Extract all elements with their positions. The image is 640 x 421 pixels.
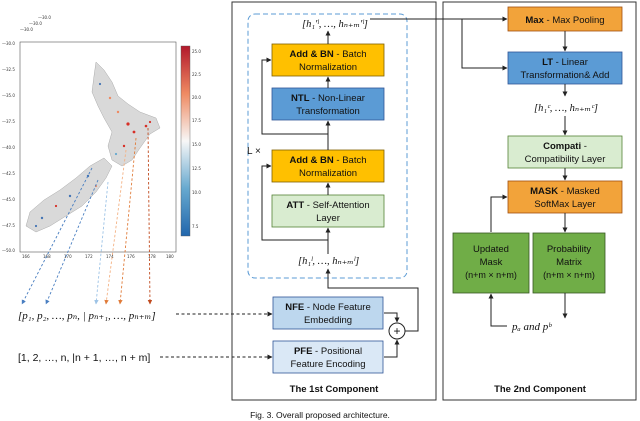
- map-x-tick: 168: [43, 254, 51, 259]
- pfe-box: [272, 340, 384, 374]
- updated-mask-line2: Mask: [480, 257, 503, 268]
- map-top-tick: —30.0: [29, 21, 42, 26]
- component-1: L × [h₁′ˡ, …, hₙ₊ₘ′ˡ] Add & BN - Batch N…: [231, 1, 437, 401]
- pfe-sub: Feature Encoding: [291, 359, 366, 370]
- att-sub: Layer: [316, 213, 340, 224]
- component-2-title: The 2nd Component: [494, 384, 587, 395]
- add-bn-top-label: Add & BN - Batch: [289, 49, 366, 60]
- map-x-tick: 174: [106, 254, 114, 259]
- colorbar-tick: 20.0: [192, 95, 201, 100]
- mask-box: [507, 180, 623, 214]
- map-y-ticks: —30.0 —32.5 —35.0 —37.5 —40.0 —42.5 —45.…: [2, 41, 15, 253]
- component-1-connectors: [261, 30, 419, 358]
- colorbar-tick: 12.5: [192, 166, 201, 171]
- figure-caption: Fig. 3. Overall proposed architecture.: [250, 410, 390, 420]
- encoder-output-h: [h₁′ˡ, …, hₙ₊ₘ′ˡ]: [302, 19, 368, 30]
- map-y-tick: —42.5: [2, 171, 15, 176]
- nfe-sub: Embedding: [304, 315, 352, 326]
- map-data-points: [34, 82, 152, 228]
- ntl-box: [271, 87, 385, 121]
- colorbar-ticks: 25.0 22.5 20.0 17.5 15.0 12.5 10.0 7.5: [192, 49, 201, 229]
- map-figure: —30.0 —30.0 —30.0 —30.0 —32.5 —35.0 —37.…: [2, 15, 201, 305]
- compati-sub: Compatibility Layer: [525, 154, 606, 165]
- map-x-tick: 166: [22, 254, 30, 259]
- colorbar-tick: 17.5: [192, 118, 201, 123]
- south-island-shape: [25, 157, 113, 233]
- map-projection-arrows: [21, 127, 153, 305]
- map-y-tick: —37.5: [2, 119, 15, 124]
- encoder-input-h: [h₁ˡ, …, hₙ₊ₘˡ]: [298, 256, 359, 267]
- add-bn-top-box: [271, 43, 385, 77]
- prob-matrix-line1: Probability: [547, 244, 592, 255]
- compat-input-h: [h₁ᶜ, …, hₙ₊ₘᶜ]: [534, 103, 598, 114]
- colorbar-tick: 22.5: [192, 72, 201, 77]
- updated-mask-line1: Updated: [473, 244, 509, 255]
- add-bn-bottom-label: Add & BN - Batch: [289, 155, 366, 166]
- positions-sequence: [p₁, p₂, …, pₙ, | pₙ₊₁, …, pₙ₊ₘ]: [18, 310, 156, 322]
- layer-repeat-label: L ×: [247, 146, 261, 157]
- ntl-label: NTL - Non-Linear: [291, 93, 365, 104]
- colorbar-tick: 15.0: [192, 142, 201, 147]
- map-x-tick: 170: [64, 254, 72, 259]
- map-x-tick: 178: [148, 254, 156, 259]
- lt-box: [507, 51, 623, 85]
- map-y-tick: —45.0: [2, 197, 15, 202]
- component-2-frame: [442, 1, 637, 401]
- component-1-frame: [231, 1, 437, 401]
- prob-matrix-line3: (n+m × n+m): [543, 270, 595, 280]
- add-bn-bottom-sub: Normalization: [299, 168, 357, 179]
- mask-label: MASK - Masked: [530, 186, 600, 197]
- nfe-box: [272, 296, 384, 330]
- prob-matrix-line2: Matrix: [556, 257, 582, 268]
- indices-sequence: [1, 2, …, n, |n + 1, …, n + m]: [18, 352, 150, 364]
- compati-box: [507, 135, 623, 169]
- colorbar-tick: 10.0: [192, 190, 201, 195]
- map-y-tick: —50.0: [2, 248, 15, 253]
- output-pa-pb: pₐ and pᵇ: [511, 321, 552, 333]
- att-label: ATT - Self-Attention: [286, 200, 369, 211]
- map-y-tick: —47.5: [2, 223, 15, 228]
- updated-mask-line3: (n+m × n+m): [465, 270, 517, 280]
- add-bn-top-sub: Normalization: [299, 62, 357, 73]
- max-pool-box: [507, 6, 623, 32]
- max-pool-label: Max - Max Pooling: [525, 15, 604, 26]
- pfe-label: PFE - Positional: [294, 346, 362, 357]
- updated-mask-box: [452, 232, 530, 294]
- colorbar: [180, 45, 191, 237]
- map-y-tick: —40.0: [2, 145, 15, 150]
- colorbar-tick: 7.5: [192, 224, 199, 229]
- component-2-connectors: [370, 16, 568, 327]
- map-y-tick: —35.0: [2, 93, 15, 98]
- add-bn-bottom-box: [271, 149, 385, 183]
- colorbar-tick: 25.0: [192, 49, 201, 54]
- map-x-ticks: 166 168 170 172 174 176 178 180: [22, 254, 174, 259]
- lt-label: LT - Linear: [542, 57, 588, 68]
- ntl-sub: Transformation: [296, 106, 360, 117]
- map-x-tick: 176: [127, 254, 135, 259]
- map-y-tick: —30.0: [2, 41, 15, 46]
- map-top-tick: —30.0: [20, 27, 33, 32]
- map-x-tick: 172: [85, 254, 93, 259]
- sum-symbol: +: [393, 324, 400, 338]
- compati-label: Compati -: [543, 141, 587, 152]
- probability-matrix-box: [532, 232, 606, 294]
- mask-sub: SoftMax Layer: [534, 199, 595, 210]
- map-top-tick: —30.0: [38, 15, 51, 20]
- map-x-tick: 180: [166, 254, 174, 259]
- nfe-label: NFE - Node Feature: [285, 302, 371, 313]
- component-2: Max - Max Pooling LT - Linear Transforma…: [370, 1, 637, 401]
- component-1-title: The 1st Component: [290, 384, 380, 395]
- map-y-tick: —32.5: [2, 67, 15, 72]
- north-island-shape: [91, 61, 161, 167]
- lt-sub: Transformation& Add: [521, 70, 610, 81]
